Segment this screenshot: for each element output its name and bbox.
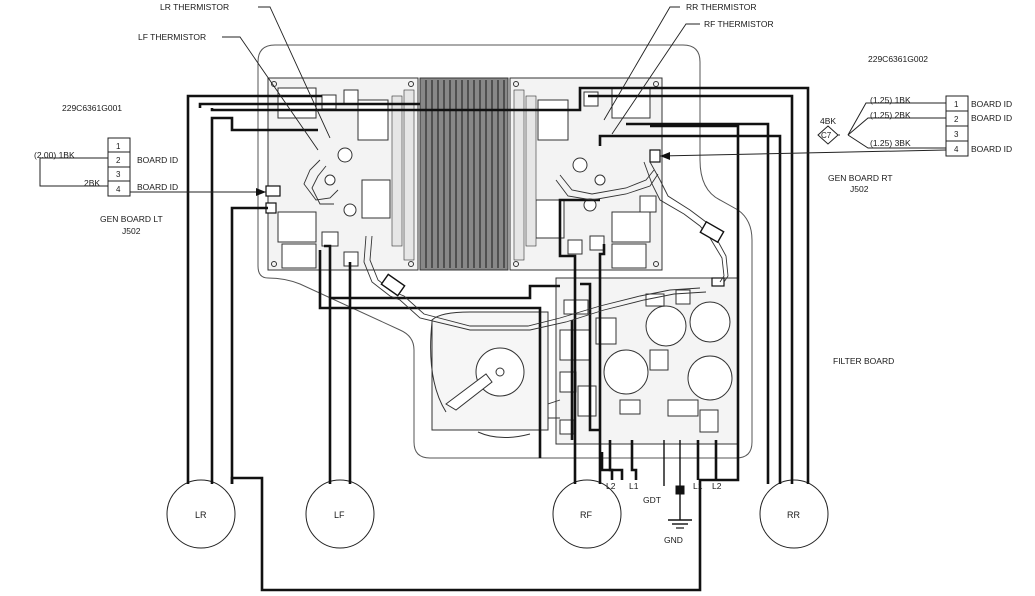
right-board-id-pin1: BOARD ID (971, 99, 1012, 109)
right-wire-1: (1.25) 1BK (870, 95, 911, 105)
left-pin-1: 1 (116, 142, 121, 151)
left-board-connector: J502 (122, 226, 141, 236)
left-wire-2: 2BK (84, 178, 100, 188)
burner-rr (759, 479, 829, 549)
left-pin-2: 2 (116, 156, 121, 165)
heat-sink (419, 77, 509, 271)
right-splice-id: C7 (821, 131, 832, 140)
left-board-id-connector (39, 137, 266, 197)
heavy-wiring (186, 86, 810, 592)
right-splice-wire: 4BK (820, 116, 836, 126)
right-board-id-connector (659, 95, 969, 160)
right-pin-4: 4 (954, 145, 959, 154)
label-rr-thermistor: RR THERMISTOR (686, 2, 757, 12)
left-pin-4: 4 (116, 185, 121, 194)
terminal-l2-right: L2 (712, 481, 722, 491)
label-lr-thermistor: LR THERMISTOR (160, 2, 229, 12)
gen-board-right (509, 77, 663, 271)
left-board-name: GEN BOARD LT (100, 214, 163, 224)
left-wire-1: (2.00) 1BK (34, 150, 75, 160)
thermistor-leaders (222, 6, 700, 151)
right-pin-1: 1 (954, 100, 959, 109)
gen-board-left (265, 77, 419, 271)
chassis-outline (257, 44, 753, 459)
left-pin-3: 3 (116, 170, 121, 179)
label-rf-thermistor: RF THERMISTOR (704, 19, 774, 29)
right-pin-2: 2 (954, 115, 959, 124)
burner-lf-label: LF (334, 510, 345, 520)
terminal-gdt: GDT (643, 495, 661, 505)
right-board-connector: J502 (850, 184, 869, 194)
filter-board-label: FILTER BOARD (833, 356, 894, 366)
gdt-ground (663, 440, 692, 529)
left-board-part-number: 229C6361G001 (62, 103, 122, 113)
right-board-name: GEN BOARD RT (828, 173, 893, 183)
harness-connector-right (699, 220, 725, 244)
right-board-part-number: 229C6361G002 (868, 54, 928, 64)
burner-lr (166, 479, 236, 549)
label-lf-thermistor: LF THERMISTOR (138, 32, 206, 42)
terminal-l1-left: L1 (629, 481, 639, 491)
burner-lr-label: LR (195, 510, 207, 520)
terminal-l2-left: L2 (606, 481, 616, 491)
burner-rr-label: RR (787, 510, 800, 520)
burner-lf (305, 479, 375, 549)
right-wire-2: (1.25) 2BK (870, 110, 911, 120)
burner-rf-label: RF (580, 510, 592, 520)
burner-rf (552, 479, 622, 549)
right-board-id-pin2: BOARD ID (971, 113, 1012, 123)
right-pin-3: 3 (954, 130, 959, 139)
splice-diamond (817, 125, 839, 145)
filter-board-pcb (555, 277, 739, 445)
cooling-fan (430, 311, 549, 438)
ground-label: GND (664, 535, 683, 545)
left-board-id-pin4: BOARD ID (137, 182, 178, 192)
terminal-l1-right: L1 (693, 481, 703, 491)
right-board-id-pin4: BOARD ID (971, 144, 1012, 154)
harness-connector-left (380, 273, 406, 297)
left-board-id-pin2: BOARD ID (137, 155, 178, 165)
right-wire-3: (1.25) 3BK (870, 138, 911, 148)
